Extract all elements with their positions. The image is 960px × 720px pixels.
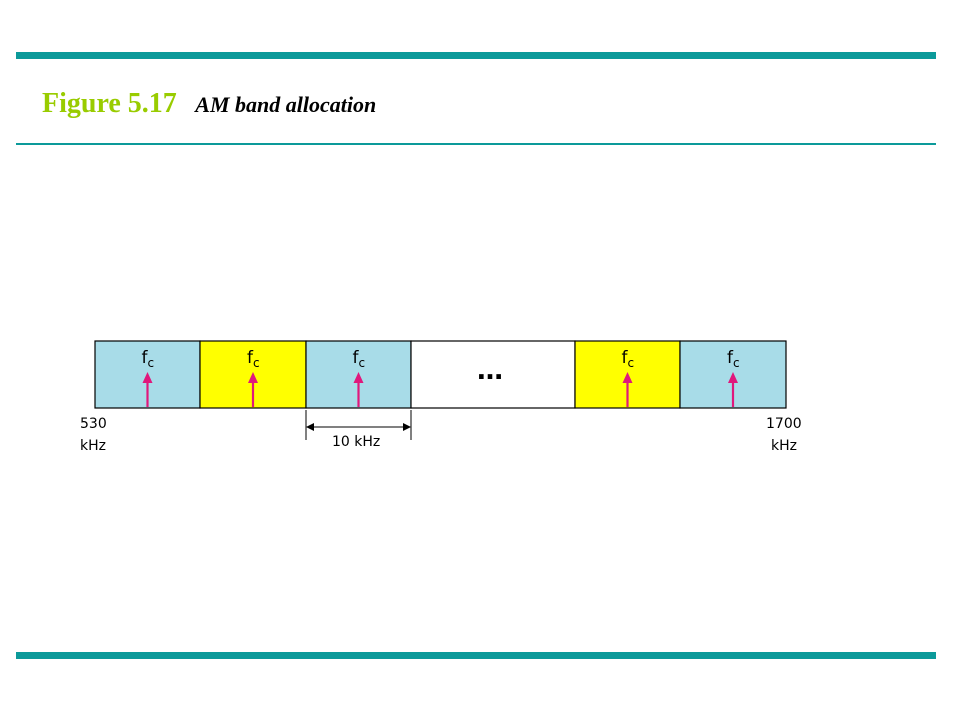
end-frequency-value: 1700 [766,416,802,432]
bottom-rule [16,652,936,659]
title-underline [16,143,936,145]
carrier-arrowhead [248,372,258,383]
figure-title: Figure 5.17 AM band allocation [42,88,376,120]
band-4 [410,340,576,409]
carrier-arrowhead [728,372,738,383]
figure-caption: AM band allocation [195,92,377,117]
start-frequency-value: 530 [80,416,107,432]
carrier-arrowhead [622,372,633,383]
top-rule [16,52,936,59]
start-frequency-unit: kHz [80,438,106,454]
carrier-arrowhead [353,372,364,383]
figure-number: Figure 5.17 [42,88,177,119]
end-frequency-unit: kHz [771,438,797,454]
carrier-arrowhead [142,372,153,383]
ellipsis: … [477,356,503,386]
spacing-label: 10 kHz [332,434,380,450]
